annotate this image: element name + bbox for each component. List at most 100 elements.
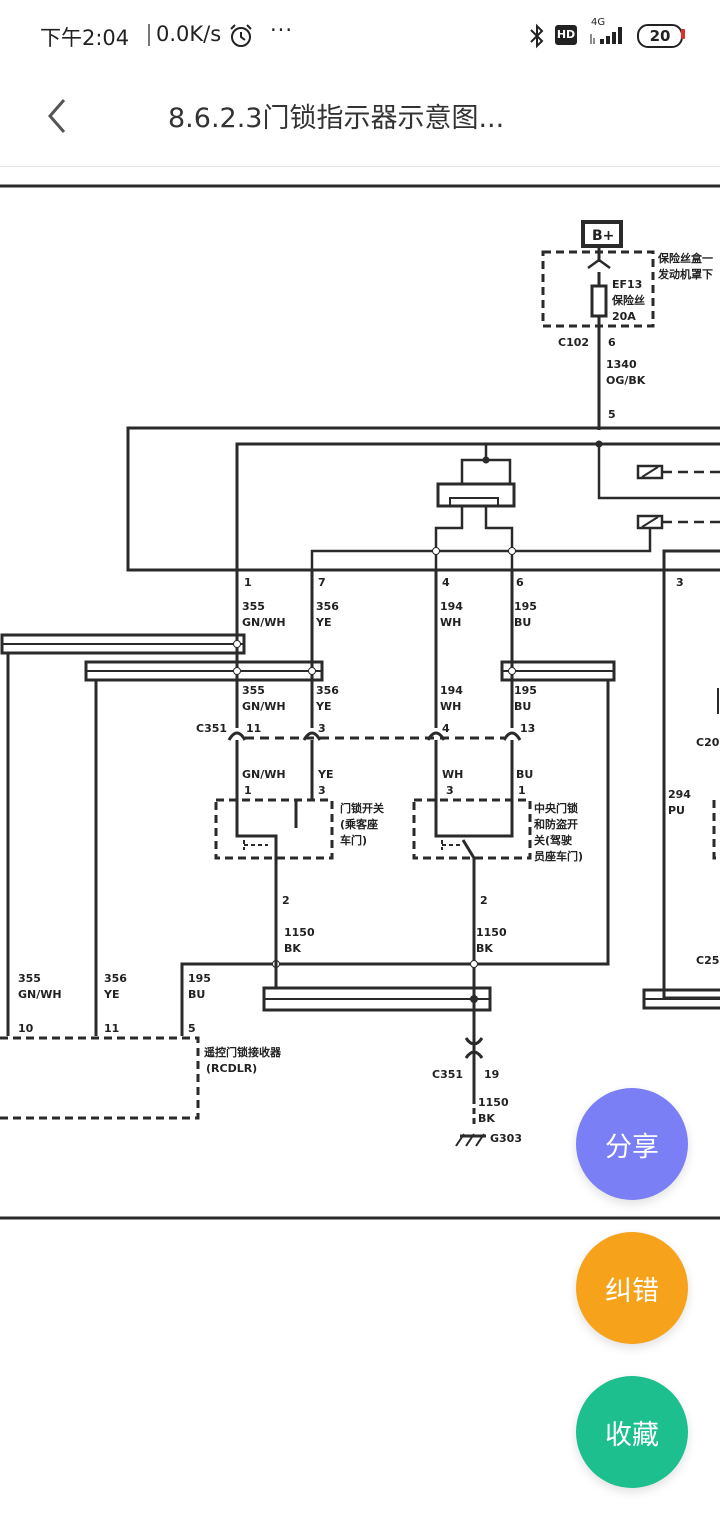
collect-label: 收藏 (605, 1419, 659, 1451)
bluetooth-icon (530, 23, 544, 49)
share-button[interactable]: 分享 (576, 1088, 688, 1200)
svg-text:GN/WH: GN/WH (242, 768, 286, 781)
svg-text:GN/WH: GN/WH (242, 700, 286, 713)
svg-text:195: 195 (514, 600, 537, 613)
wiring-diagram[interactable]: B+ 保险丝盒一 发动机罩下 EF13 保险丝 20A C102 6 1340 … (0, 168, 720, 1258)
central-switch-outline (412, 798, 532, 860)
svg-text:C102: C102 (558, 336, 589, 349)
b-plus-box (581, 220, 623, 248)
svg-text:YE: YE (315, 616, 331, 629)
svg-text:BK: BK (284, 942, 301, 955)
svg-text:WH: WH (440, 700, 461, 713)
svg-text:355: 355 (242, 684, 265, 697)
svg-text:1: 1 (244, 784, 252, 797)
status-time: 下午2:04 (40, 26, 130, 50)
battery-tip (681, 29, 685, 39)
svg-text:YE: YE (317, 768, 333, 781)
svg-text:1: 1 (518, 784, 526, 797)
svg-text:WH: WH (440, 616, 461, 629)
svg-text:G303: G303 (490, 1132, 522, 1145)
battery-level: 20 (649, 27, 671, 45)
svg-text:4: 4 (442, 722, 450, 735)
back-button[interactable] (30, 88, 86, 144)
svg-text:195: 195 (188, 972, 211, 985)
svg-text:车门): 车门) (340, 833, 367, 847)
svg-text:3: 3 (318, 722, 326, 735)
svg-text:294: 294 (668, 788, 691, 801)
svg-text:(乘客座: (乘客座 (340, 817, 378, 831)
network-type: 4G (591, 17, 606, 28)
share-label: 分享 (605, 1131, 659, 1163)
svg-text:BU: BU (514, 700, 531, 713)
relay-symbol (436, 482, 516, 508)
svg-text:11: 11 (104, 1022, 119, 1035)
svg-text:6: 6 (516, 576, 524, 589)
svg-text:13: 13 (520, 722, 535, 735)
svg-text:OG/BK: OG/BK (606, 374, 646, 387)
diagram-svg: B+ 保险丝盒一 发动机罩下 EF13 保险丝 20A C102 6 1340 … (0, 184, 720, 1220)
svg-text:195: 195 (514, 684, 537, 697)
fuse-symbol (590, 284, 608, 318)
report-error-label: 纠错 (605, 1275, 659, 1307)
svg-text:6: 6 (608, 336, 616, 349)
svg-text:11: 11 (246, 722, 261, 735)
svg-text:C351: C351 (196, 722, 227, 735)
receiver-outline (0, 1036, 200, 1120)
svg-text:356: 356 (316, 600, 339, 613)
svg-text:3: 3 (676, 576, 684, 589)
svg-text:4: 4 (442, 576, 450, 589)
svg-text:BU: BU (188, 988, 205, 1001)
svg-text:356: 356 (316, 684, 339, 697)
svg-text:356: 356 (104, 972, 127, 985)
more-notifications-icon: ··· (270, 18, 294, 42)
svg-text:YE: YE (103, 988, 119, 1001)
svg-text:2: 2 (480, 894, 488, 907)
svg-text:和防盗开: 和防盗开 (534, 817, 578, 831)
svg-text:19: 19 (484, 1068, 499, 1081)
page-title: 8.6.2.3门锁指示器示意图... (168, 103, 505, 134)
svg-text:员座车门): 员座车门) (534, 849, 583, 863)
svg-text:保险丝: 保险丝 (611, 293, 645, 307)
svg-text:GN/WH: GN/WH (18, 988, 62, 1001)
svg-text:BU: BU (514, 616, 531, 629)
svg-text:5: 5 (608, 408, 616, 421)
svg-text:355: 355 (242, 600, 265, 613)
alarm-icon (230, 24, 252, 47)
svg-text:WH: WH (442, 768, 463, 781)
svg-text:C20: C20 (696, 736, 720, 749)
svg-text:20A: 20A (612, 310, 636, 323)
svg-text:10: 10 (18, 1022, 34, 1035)
b-plus-label: B+ (592, 228, 614, 244)
status-divider (148, 24, 150, 46)
svg-text:BK: BK (476, 942, 493, 955)
svg-text:5: 5 (188, 1022, 196, 1035)
svg-text:EF13: EF13 (612, 278, 642, 291)
svg-text:门锁开关: 门锁开关 (340, 801, 384, 815)
svg-text:1340: 1340 (606, 358, 637, 371)
svg-text:C351: C351 (432, 1068, 463, 1081)
svg-text:中央门锁: 中央门锁 (534, 801, 578, 815)
battery-icon: 20 (637, 24, 683, 48)
svg-text:BU: BU (516, 768, 533, 781)
hd-icon: HD (555, 25, 577, 45)
svg-text:3: 3 (446, 784, 454, 797)
svg-text:1150: 1150 (476, 926, 507, 939)
svg-text:7: 7 (318, 576, 326, 589)
svg-text:2: 2 (282, 894, 290, 907)
status-bar: 下午2:04 0.0K/s ··· HD 4G 20 (0, 0, 720, 70)
chevron-left-icon (48, 99, 66, 133)
svg-text:3: 3 (318, 784, 326, 797)
svg-text:194: 194 (440, 600, 463, 613)
svg-text:1: 1 (244, 576, 252, 589)
title-bar: 8.6.2.3门锁指示器示意图... (0, 70, 720, 167)
svg-text:发动机罩下: 发动机罩下 (657, 267, 713, 281)
svg-text:(RCDLR): (RCDLR) (206, 1062, 257, 1075)
svg-text:保险丝盒一: 保险丝盒一 (657, 251, 713, 265)
svg-text:BK: BK (478, 1112, 495, 1125)
svg-text:1150: 1150 (284, 926, 315, 939)
svg-text:194: 194 (440, 684, 463, 697)
collect-button[interactable]: 收藏 (576, 1376, 688, 1488)
svg-text:1150: 1150 (478, 1096, 509, 1109)
svg-text:YE: YE (315, 700, 331, 713)
report-error-button[interactable]: 纠错 (576, 1232, 688, 1344)
